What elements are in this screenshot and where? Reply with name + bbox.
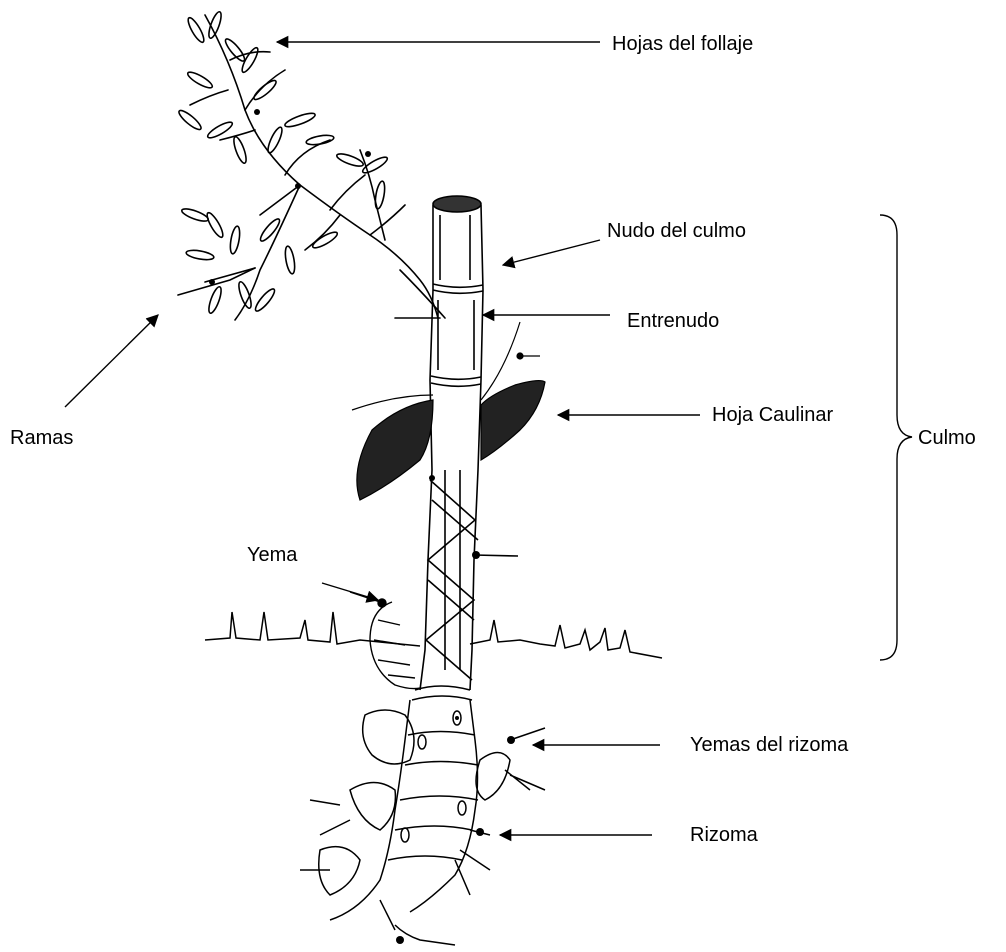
culm-leaves — [352, 322, 545, 500]
rhizome — [300, 686, 545, 945]
label-hojas-follaje: Hojas del follaje — [612, 34, 753, 54]
label-nudo-culmo: Nudo del culmo — [607, 221, 746, 241]
foliage-nodes — [209, 109, 371, 285]
label-yemas-rizoma: Yemas del rizoma — [690, 735, 848, 755]
ground-line — [205, 612, 662, 658]
arrow-nudo-culmo — [503, 240, 600, 265]
culmo-brace — [880, 215, 912, 660]
arrow-yema — [322, 583, 378, 600]
label-hoja-caulinar: Hoja Caulinar — [712, 405, 833, 425]
label-rizoma: Rizoma — [690, 825, 758, 845]
label-culmo: Culmo — [918, 428, 976, 448]
arrow-ramas — [65, 315, 158, 407]
label-ramas: Ramas — [10, 428, 73, 448]
label-entrenudo: Entrenudo — [627, 311, 719, 331]
foliage-branch — [177, 10, 445, 320]
label-yema: Yema — [247, 545, 297, 565]
